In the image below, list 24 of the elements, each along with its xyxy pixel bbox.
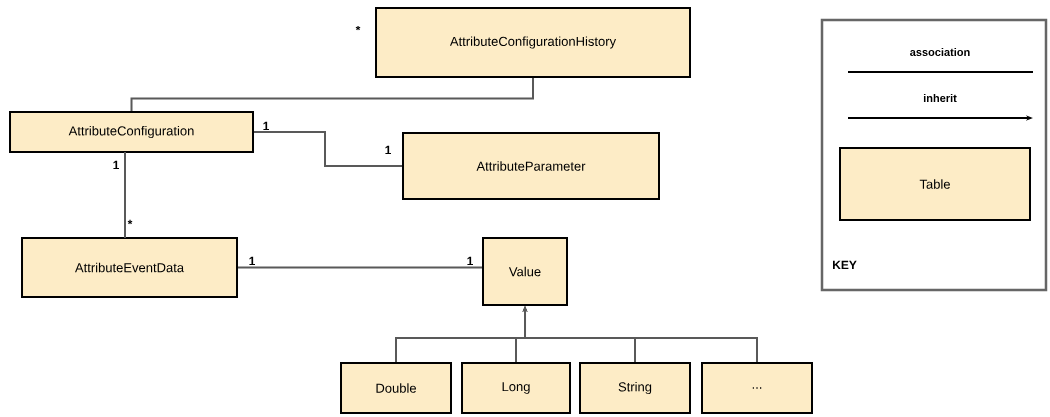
multiplicity-label: 1 <box>467 256 473 266</box>
table-box: String <box>579 362 691 414</box>
multiplicity-label: 1 <box>249 256 255 266</box>
connector <box>130 77 534 112</box>
multiplicity-label: * <box>355 25 361 31</box>
table-box: AttributeConfigurationHistory <box>375 7 691 78</box>
multiplicity-label: 1 <box>263 121 269 131</box>
table-box: Double <box>340 362 452 414</box>
table-box: AttributeConfiguration <box>9 111 254 153</box>
legend-label: inherit <box>923 93 957 103</box>
multiplicity-label: 1 <box>113 160 119 170</box>
table-box: Value <box>482 237 568 306</box>
connector <box>237 266 483 269</box>
multiplicity-label: 1 <box>385 145 391 155</box>
table-box: AttributeParameter <box>402 132 660 200</box>
table-box: Long <box>461 362 571 414</box>
connector <box>124 151 126 239</box>
connector <box>522 306 758 363</box>
multiplicity-label: * <box>127 219 133 225</box>
connector <box>253 131 403 167</box>
table-box: ... <box>701 362 813 414</box>
legend-label: association <box>910 47 970 57</box>
table-box: AttributeEventData <box>21 237 238 298</box>
table-box: Table <box>839 147 1031 221</box>
